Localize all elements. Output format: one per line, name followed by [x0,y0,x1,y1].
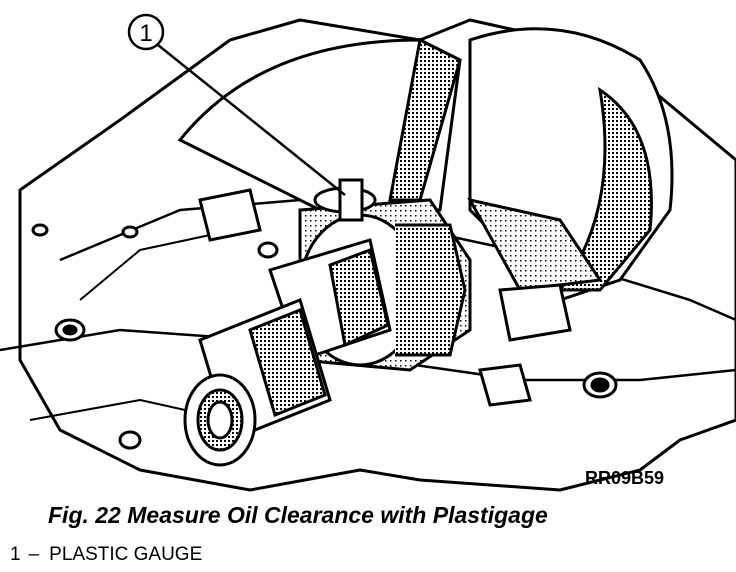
legend-item: 1–PLASTIC GAUGE [10,544,202,566]
legend-dash: – [28,544,40,565]
figure-caption: Fig. 22 Measure Oil Clearance with Plast… [48,502,548,528]
legend-label: PLASTIC GAUGE [49,544,203,565]
image-code: RR09B59 [585,468,664,488]
callout-1-leader [157,44,346,196]
callout-1: 1 [127,13,346,196]
engine-crankshaft-illustration: 1 RR09B59 [0,13,736,492]
crankshaft-snout [183,238,392,467]
bearing-caps [198,188,572,407]
callout-1-number: 1 [139,20,152,47]
block-bolt-holes [31,223,618,450]
legend-number: 1 [10,544,21,565]
crankshaft-counterweights [177,27,674,302]
plastigage-strip [338,178,364,222]
